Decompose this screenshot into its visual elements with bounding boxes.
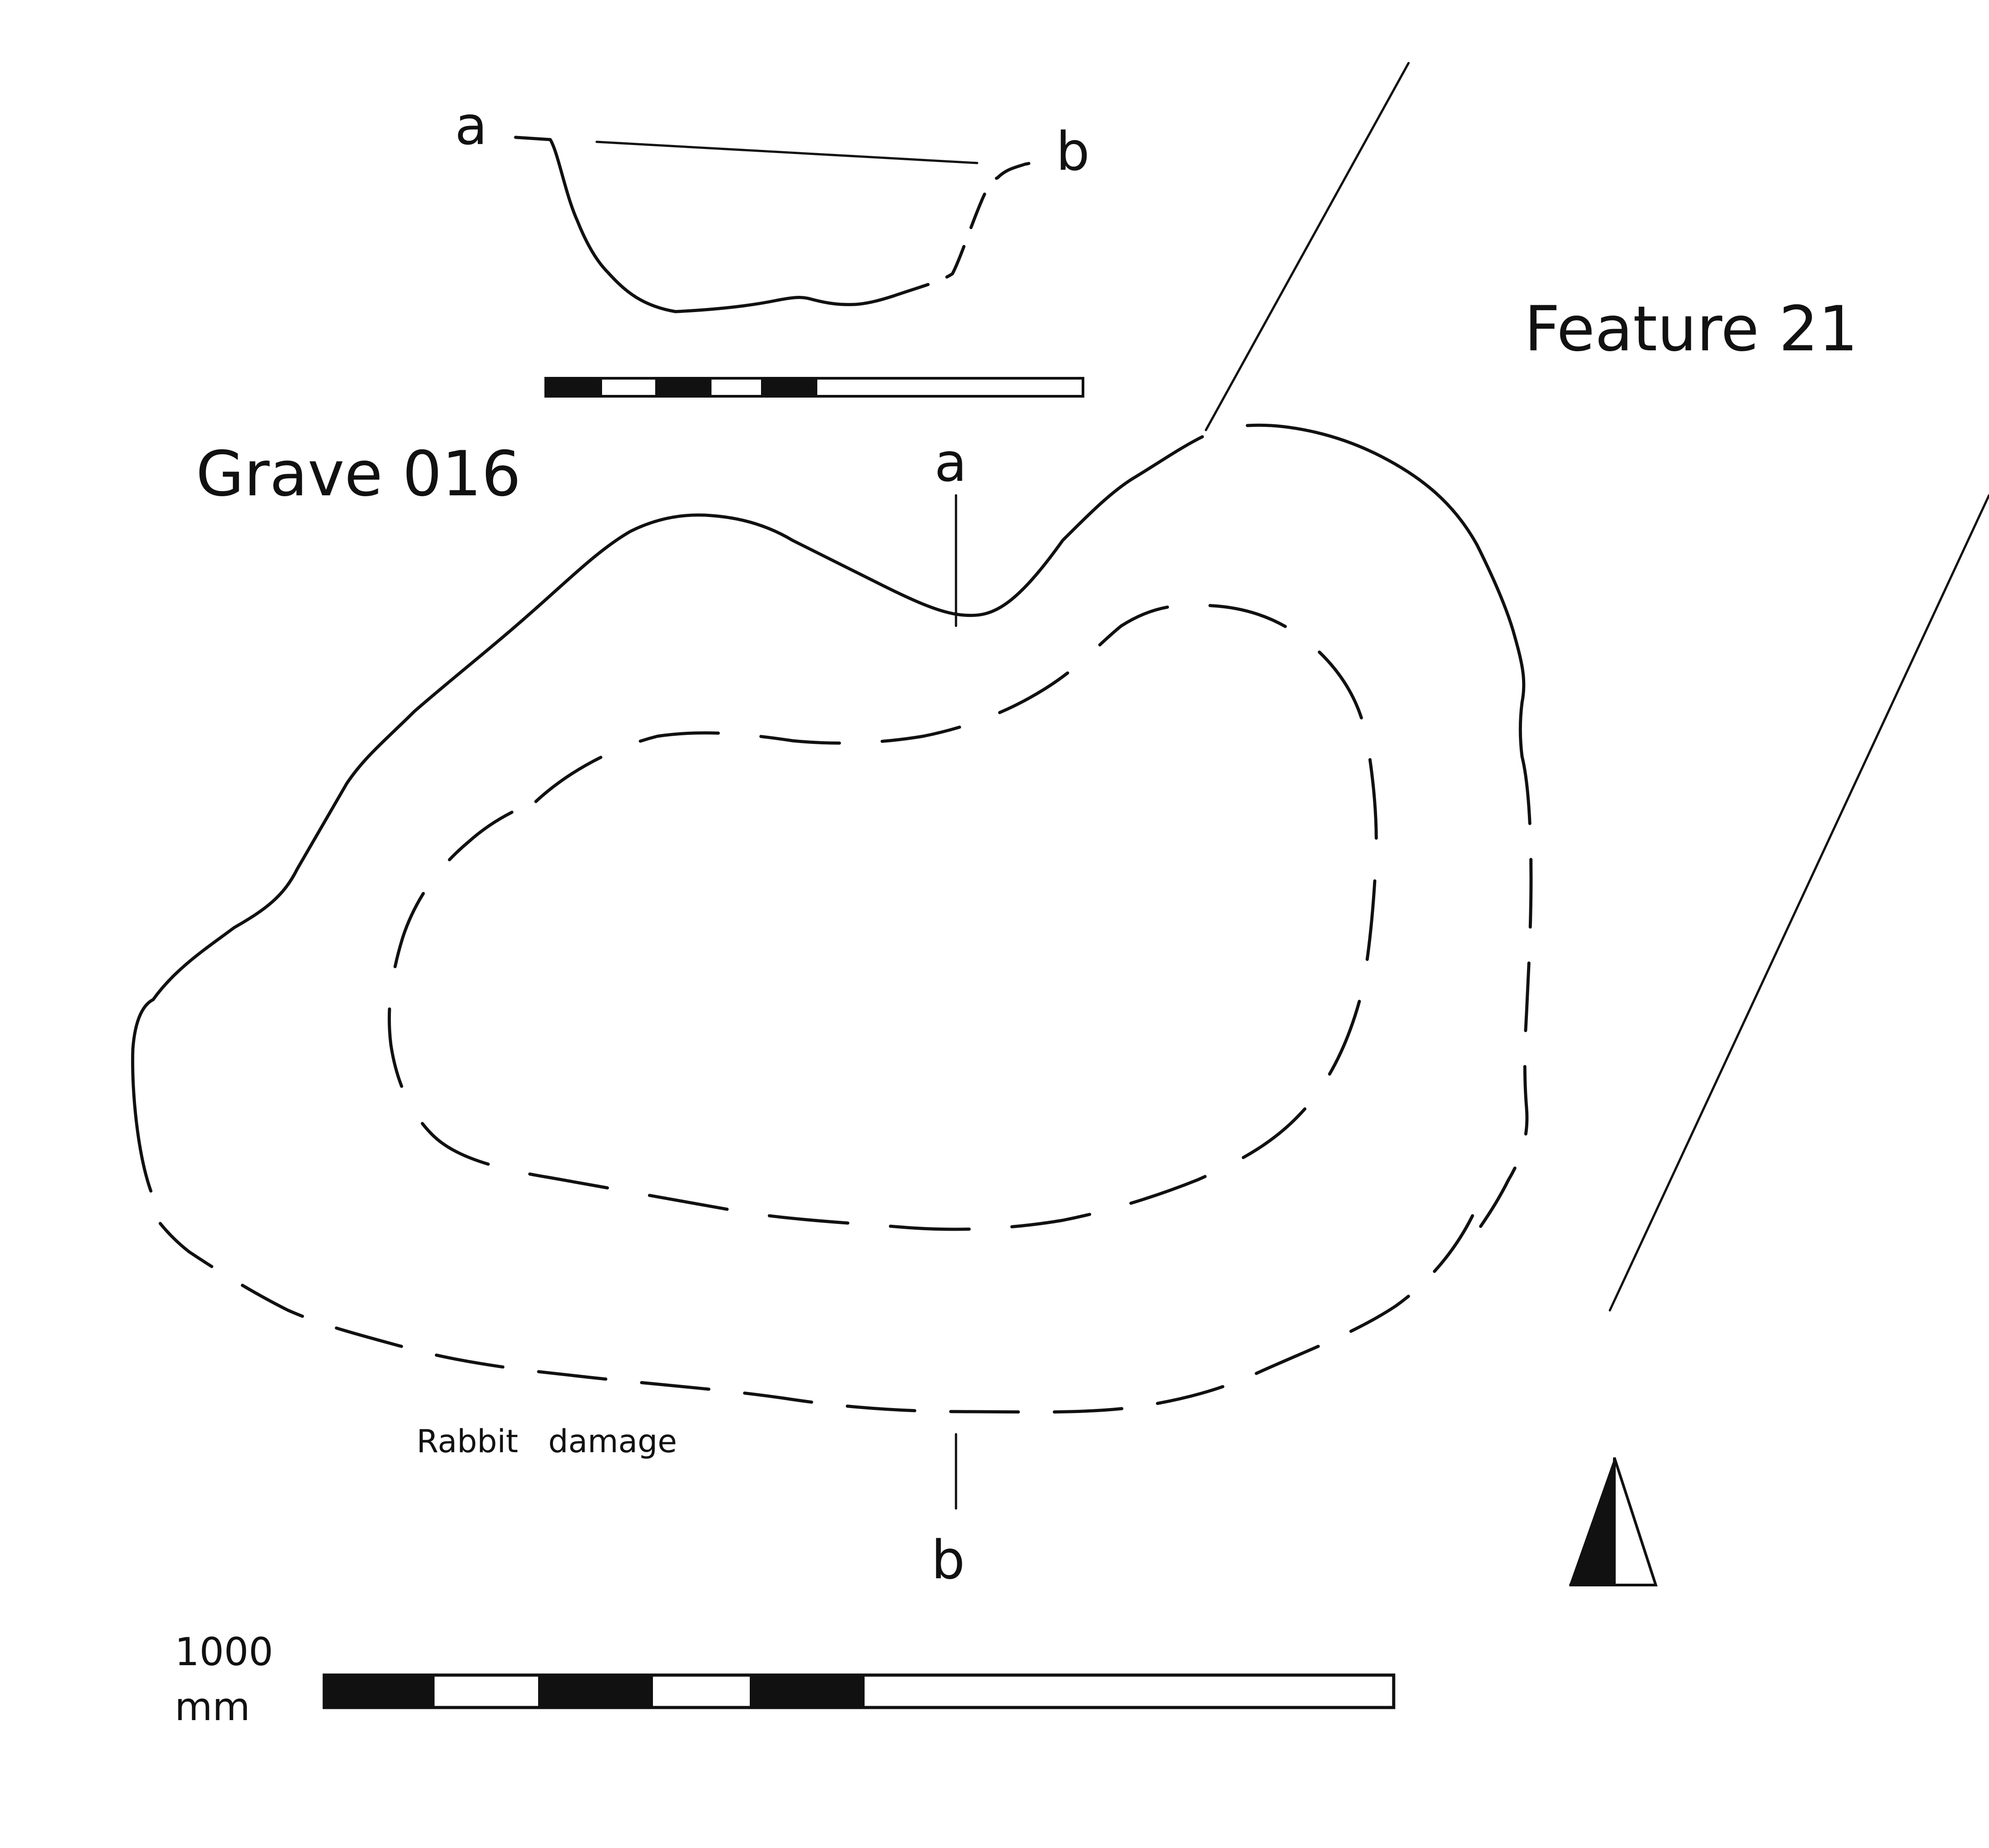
section-profile: a b: [455, 95, 1090, 313]
grave-title: Grave 016: [196, 438, 521, 510]
section-scale-bar: [544, 377, 1084, 398]
grave-base-dashed: [387, 603, 1378, 1231]
scale-value: 1000: [175, 1630, 273, 1675]
section-profile-solid: [514, 136, 896, 313]
feature-21-line-left: [1205, 62, 1410, 431]
plan-label-a: a: [934, 431, 967, 494]
feature-21-line-right: [1608, 494, 1989, 1312]
scale-unit: mm: [175, 1685, 250, 1730]
plan-label-b: b: [931, 1529, 965, 1591]
section-label-a: a: [455, 95, 487, 157]
section-datum-line: [595, 140, 979, 164]
feature-label: Feature 21: [1524, 293, 1858, 365]
grave-outline-solid: [131, 435, 1204, 1193]
section-label-b: b: [1056, 120, 1090, 182]
north-arrow-icon: [1569, 1457, 1658, 1586]
rabbit-damage-note: Rabbit damage: [417, 1423, 677, 1460]
grave-outline-bottom-dashed: [149, 1209, 1474, 1414]
section-profile-dashed: [892, 161, 1049, 298]
main-scale-bar: [322, 1673, 1395, 1709]
grave-outline-right: [1246, 423, 1526, 758]
grave-outline-east-dashed: [1471, 755, 1533, 1240]
